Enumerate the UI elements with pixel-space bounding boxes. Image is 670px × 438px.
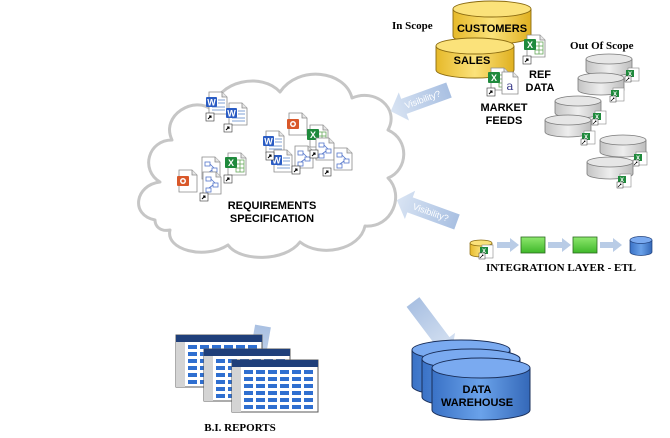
- visio-diagram-icon: [202, 171, 222, 195]
- excel-spreadsheet-icon: [224, 152, 247, 176]
- data-warehouse-database-icon: [411, 339, 531, 421]
- in-scope-label: In Scope: [392, 20, 433, 32]
- shortcut-arrow-icon: [522, 55, 532, 65]
- customers-label: CUSTOMERS: [457, 23, 527, 35]
- bi-reports-label: B.I. REPORTS: [204, 422, 275, 434]
- thought-cloud-icon: [137, 72, 406, 259]
- shortcut-arrow-icon: [322, 167, 332, 177]
- word-document-icon: [225, 102, 248, 126]
- excel-spreadsheet-icon: [624, 67, 640, 83]
- etl-flow-arrow: [497, 238, 519, 252]
- shortcut-arrow-icon: [223, 123, 233, 133]
- sales-label: SALES: [454, 55, 491, 67]
- shortcut-arrow-icon: [265, 151, 275, 161]
- shortcut-arrow-icon: [205, 112, 215, 122]
- data-warehouse-label-line1: DATA: [463, 384, 492, 396]
- excel-spreadsheet-icon: [523, 34, 546, 58]
- market-feeds-label-line2: FEEDS: [486, 115, 523, 127]
- visio-diagram-icon: [333, 147, 353, 171]
- powerpoint-icon: [286, 112, 308, 136]
- out-of-scope-label: Out Of Scope: [570, 40, 634, 52]
- requirements-label-line1: REQUIREMENTS: [228, 200, 317, 212]
- excel-spreadsheet-icon: [616, 173, 632, 189]
- customers-database-icon: [452, 0, 532, 45]
- font-document-icon: [501, 71, 519, 95]
- etl-flow-arrow: [600, 238, 622, 252]
- shortcut-arrow-icon: [486, 87, 496, 97]
- etl-process-block-icon: [520, 236, 546, 254]
- ref-data-label-line1: REF: [529, 69, 551, 81]
- visio-diagram-icon: [315, 137, 335, 161]
- excel-spreadsheet-icon: [478, 244, 494, 260]
- bi-reports-icon: [175, 334, 319, 413]
- word-document-icon: [205, 91, 228, 115]
- shortcut-arrow-icon: [309, 149, 319, 159]
- visibility-label: Visibility?: [252, 282, 268, 321]
- out-of-scope-database-1: [585, 53, 633, 77]
- etl-flow-arrow: [548, 238, 571, 252]
- report-table-icon: [231, 359, 319, 413]
- requirements-label-line2: SPECIFICATION: [230, 213, 314, 225]
- visibility-arrow-from-sources: Visibility?: [390, 82, 452, 121]
- shortcut-arrow-icon: [291, 165, 301, 175]
- etl-process-block-icon: [572, 236, 598, 254]
- etl-target-database-icon: [629, 236, 653, 256]
- powerpoint-icon: [176, 169, 198, 193]
- visibility-arrow-from-warehouse: [406, 297, 456, 354]
- visibility-arrow-from-etl: Visibility?: [396, 190, 460, 230]
- excel-spreadsheet-icon: [591, 110, 607, 126]
- market-feeds-label-line1: MARKET: [480, 102, 527, 114]
- excel-spreadsheet-icon: [580, 130, 596, 146]
- ref-data-label-line2: DATA: [526, 82, 555, 94]
- data-warehouse-label-line2: WAREHOUSE: [441, 397, 513, 409]
- excel-spreadsheet-icon: [632, 151, 648, 167]
- visibility-label: Visibility?: [375, 263, 405, 299]
- shortcut-arrow-icon: [199, 192, 209, 202]
- excel-spreadsheet-icon: [609, 87, 625, 103]
- sales-database-icon: [435, 37, 515, 79]
- shortcut-arrow-icon: [223, 174, 233, 184]
- integration-layer-label: INTEGRATION LAYER - ETL: [486, 262, 636, 274]
